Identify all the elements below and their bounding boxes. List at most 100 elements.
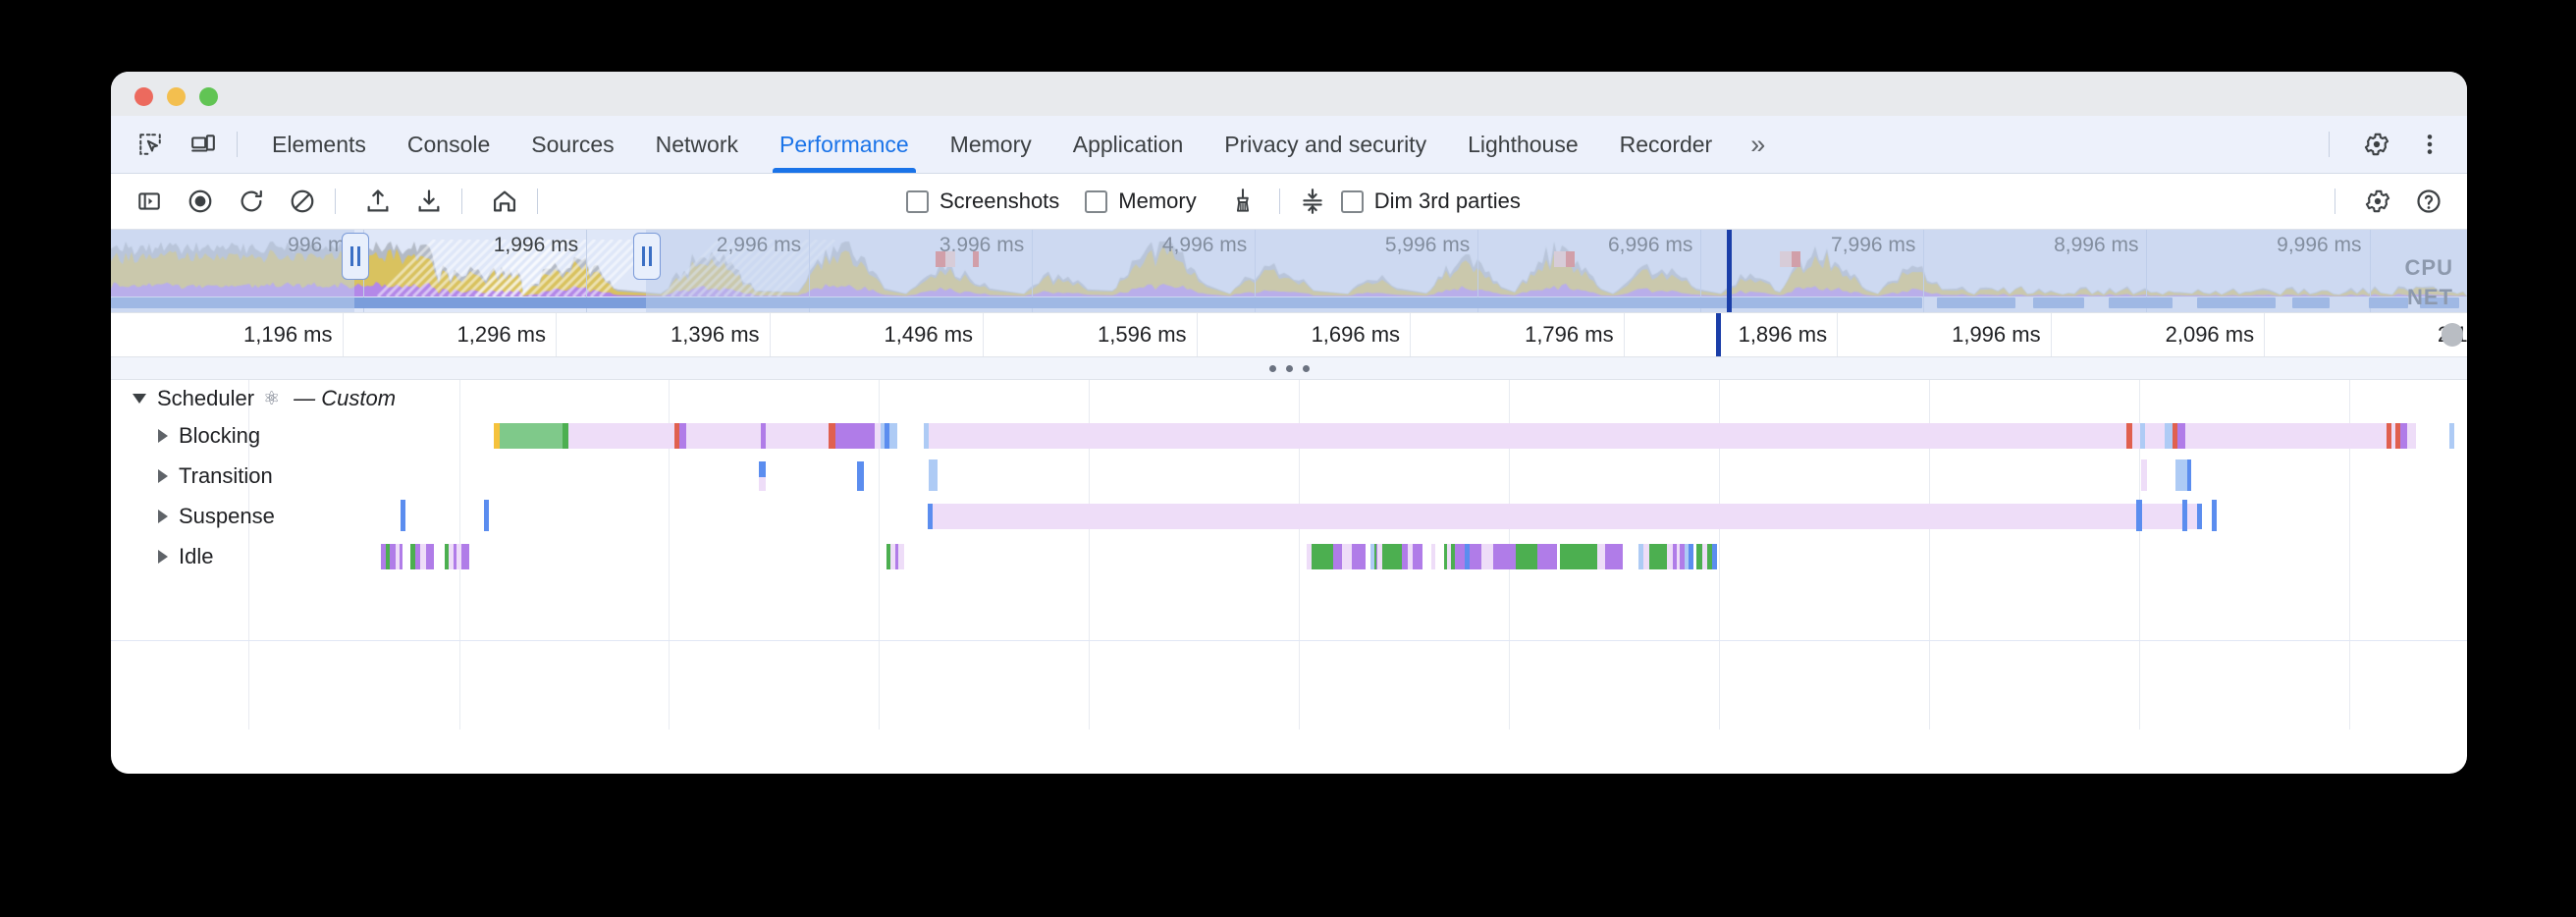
- flame-bar[interactable]: [1382, 544, 1402, 569]
- flame-bar[interactable]: [679, 423, 686, 449]
- checkbox-box[interactable]: [906, 189, 929, 213]
- flame-bar[interactable]: [890, 544, 895, 569]
- chevron-right-icon[interactable]: [158, 469, 168, 483]
- flame-bar[interactable]: [396, 544, 400, 569]
- flame-bar[interactable]: [454, 544, 456, 569]
- track-bars-blocking[interactable]: [111, 417, 2467, 455]
- upload-profile-icon[interactable]: [357, 181, 399, 222]
- flame-bar[interactable]: [2391, 423, 2395, 449]
- flame-bar[interactable]: [2449, 423, 2454, 449]
- flame-bar[interactable]: [1543, 544, 1557, 569]
- flame-bar[interactable]: [1696, 544, 1702, 569]
- flame-bar[interactable]: [841, 423, 875, 449]
- flame-bar[interactable]: [1667, 544, 1673, 569]
- flame-bar[interactable]: [1707, 544, 1712, 569]
- flame-bar[interactable]: [1352, 544, 1366, 569]
- flame-bar[interactable]: [445, 544, 449, 569]
- tab-sources[interactable]: Sources: [510, 116, 634, 173]
- overview-selection-handle-right[interactable]: [633, 233, 661, 280]
- flame-bar[interactable]: [2395, 423, 2400, 449]
- flame-bar[interactable]: [1372, 544, 1376, 569]
- track-group-scheduler[interactable]: Scheduler ⚛ — Custom: [111, 380, 2467, 417]
- overview-unselected-left[interactable]: [111, 230, 354, 312]
- flame-bar[interactable]: [1597, 544, 1605, 569]
- flame-bar[interactable]: [1447, 544, 1451, 569]
- checkbox-box[interactable]: [1340, 189, 1364, 213]
- flame-bar[interactable]: [1342, 544, 1352, 569]
- flame-bar[interactable]: [895, 544, 898, 569]
- flame-bar[interactable]: [456, 544, 461, 569]
- minimize-window-button[interactable]: [167, 87, 186, 106]
- track-bars-suspense[interactable]: [111, 498, 2467, 535]
- flame-bar[interactable]: [2132, 423, 2140, 449]
- chevron-right-icon[interactable]: [158, 550, 168, 564]
- flame-bar[interactable]: [410, 544, 415, 569]
- flame-bar[interactable]: [759, 461, 766, 491]
- flame-bar[interactable]: [386, 544, 390, 569]
- track-row-suspense[interactable]: Suspense: [111, 498, 2467, 535]
- tab-console[interactable]: Console: [387, 116, 510, 173]
- flame-bar[interactable]: [415, 544, 420, 569]
- flame-bar[interactable]: [2173, 423, 2177, 449]
- flame-bar[interactable]: [1712, 544, 1717, 569]
- settings-gear-icon[interactable]: [2357, 125, 2396, 164]
- track-label-transition[interactable]: Transition: [158, 458, 273, 495]
- tab-performance[interactable]: Performance: [759, 116, 930, 173]
- tab-lighthouse[interactable]: Lighthouse: [1447, 116, 1599, 173]
- device-toolbar-icon[interactable]: [184, 125, 223, 164]
- flame-bar[interactable]: [449, 544, 454, 569]
- flame-bar[interactable]: [461, 544, 469, 569]
- track-row-transition[interactable]: Transition: [111, 458, 2467, 495]
- flame-bar[interactable]: [484, 500, 489, 531]
- flame-bar[interactable]: [1680, 544, 1685, 569]
- flame-bar[interactable]: [885, 423, 889, 449]
- track-bars-transition[interactable]: [111, 458, 2467, 495]
- tab-recorder[interactable]: Recorder: [1599, 116, 1734, 173]
- flame-bar[interactable]: [390, 544, 396, 569]
- flame-bar[interactable]: [2175, 459, 2189, 491]
- flame-bar[interactable]: [924, 423, 929, 449]
- track-label-idle[interactable]: Idle: [158, 538, 213, 575]
- flame-bar[interactable]: [857, 461, 864, 491]
- flame-bar[interactable]: [1649, 544, 1667, 569]
- track-group-label[interactable]: Scheduler ⚛ — Custom: [133, 380, 396, 417]
- flame-bar[interactable]: [2187, 459, 2191, 491]
- flame-bar[interactable]: [1377, 544, 1382, 569]
- flame-bar[interactable]: [400, 544, 402, 569]
- track-label-suspense[interactable]: Suspense: [158, 498, 275, 535]
- record-icon[interactable]: [180, 181, 221, 222]
- download-profile-icon[interactable]: [408, 181, 450, 222]
- flame-bar[interactable]: [929, 459, 938, 491]
- track-label-blocking[interactable]: Blocking: [158, 417, 260, 455]
- flame-bar[interactable]: [1333, 544, 1342, 569]
- flame-bar[interactable]: [886, 544, 890, 569]
- track-bars-idle[interactable]: [111, 538, 2467, 575]
- flame-bar[interactable]: [2145, 423, 2165, 449]
- flame-bar[interactable]: [928, 504, 933, 529]
- tab-privacy-and-security[interactable]: Privacy and security: [1204, 116, 1447, 173]
- flame-bar[interactable]: [1493, 544, 1498, 569]
- flame-bar[interactable]: [2185, 423, 2387, 449]
- dim-3rd-parties-checkbox[interactable]: Dim 3rd parties: [1340, 189, 1521, 214]
- memory-checkbox[interactable]: Memory: [1085, 189, 1197, 214]
- flame-bar[interactable]: [381, 544, 386, 569]
- flame-bar[interactable]: [1685, 544, 1689, 569]
- flame-bar[interactable]: [426, 544, 434, 569]
- flame-bar[interactable]: [1370, 544, 1374, 569]
- flame-bar[interactable]: [686, 423, 761, 449]
- flame-bar[interactable]: [1307, 544, 1312, 569]
- more-tabs-chevron-icon[interactable]: »: [1733, 116, 1783, 173]
- flame-bar[interactable]: [2126, 423, 2132, 449]
- flame-bar[interactable]: [1465, 544, 1470, 569]
- flame-bar[interactable]: [1702, 544, 1707, 569]
- toggle-sidebar-icon[interactable]: [129, 181, 170, 222]
- track-row-idle[interactable]: Idle: [111, 538, 2467, 575]
- panel-resize-handle[interactable]: [111, 357, 2467, 380]
- flame-bar[interactable]: [2177, 423, 2185, 449]
- overview-selection-handle-left[interactable]: [342, 233, 369, 280]
- flame-bar[interactable]: [568, 423, 674, 449]
- flame-bar[interactable]: [881, 423, 885, 449]
- more-options-kebab-icon[interactable]: [2410, 125, 2449, 164]
- flame-bar[interactable]: [1481, 544, 1493, 569]
- flame-bar[interactable]: [2197, 504, 2202, 529]
